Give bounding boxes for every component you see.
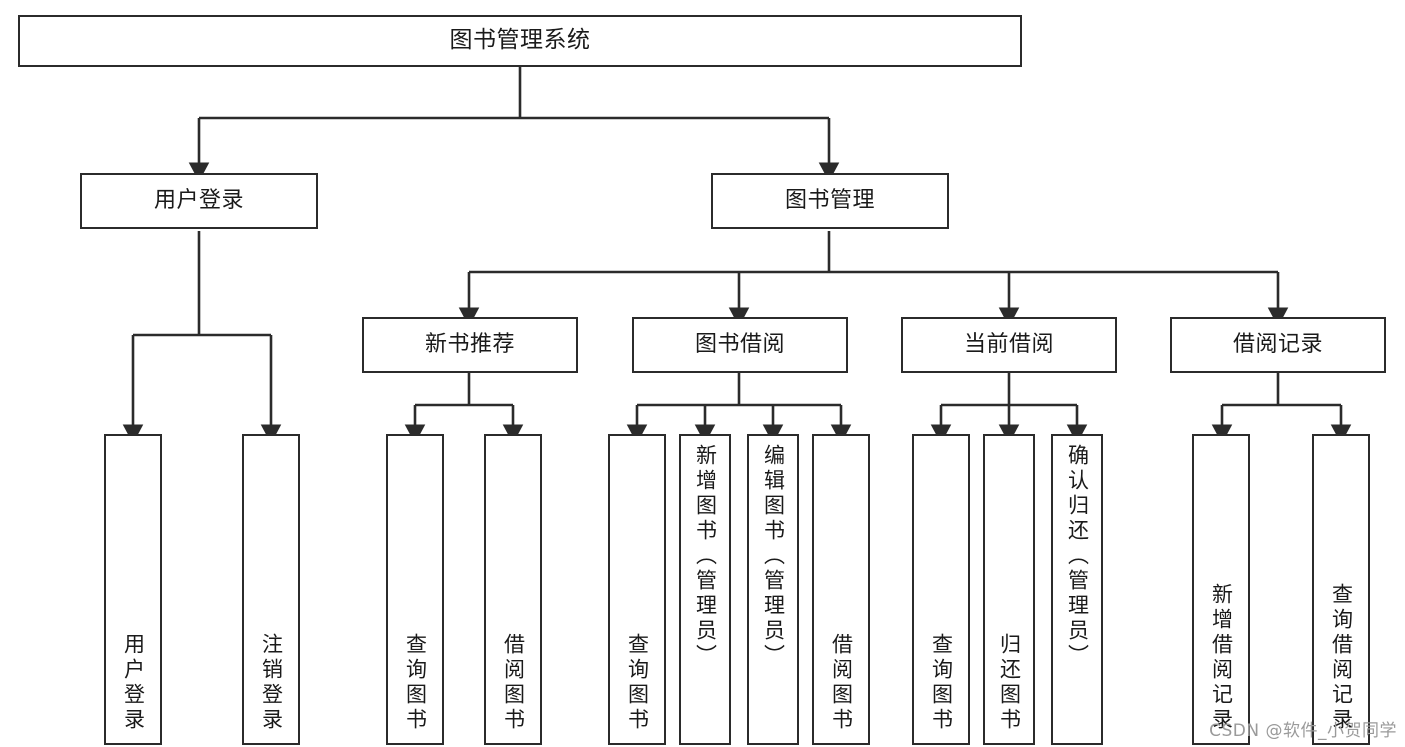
node-label: 用户登录 [153,187,244,213]
node-leaf-query-borrow-record[interactable]: 查询借阅记录 [1312,434,1370,745]
node-leaf-edit-book-admin[interactable]: 编辑图书（管理员） [747,434,799,745]
node-new-book-recommend[interactable]: 新书推荐 [362,317,578,373]
node-label: 归还图书 [997,633,1022,733]
node-current-borrow[interactable]: 当前借阅 [901,317,1117,373]
node-label: 图书管理系统 [449,27,591,54]
node-label: 查询图书 [625,633,650,733]
node-label: 新增借阅记录 [1209,583,1234,733]
node-root-book-management-system[interactable]: 图书管理系统 [18,15,1022,67]
node-book-management[interactable]: 图书管理 [711,173,949,229]
node-leaf-add-borrow-record[interactable]: 新增借阅记录 [1192,434,1250,745]
node-label: 编辑图书（管理员） [761,444,786,669]
node-borrow-record[interactable]: 借阅记录 [1170,317,1386,373]
node-label: 借阅图书 [829,633,854,733]
node-leaf-borrow-book[interactable]: 借阅图书 [812,434,870,745]
node-leaf-return-book[interactable]: 归还图书 [983,434,1035,745]
node-leaf-query-book-current[interactable]: 查询图书 [912,434,970,745]
node-label: 查询图书 [929,633,954,733]
node-leaf-add-book-admin[interactable]: 新增图书（管理员） [679,434,731,745]
node-label: 用户登录 [121,633,146,733]
node-label: 新增图书（管理员） [693,444,718,669]
node-book-borrow[interactable]: 图书借阅 [632,317,848,373]
node-label: 注销登录 [259,633,284,733]
node-label: 查询借阅记录 [1329,583,1354,733]
node-user-login[interactable]: 用户登录 [80,173,318,229]
node-label: 当前借阅 [963,331,1054,357]
node-label: 图书管理 [784,187,875,213]
node-label: 新书推荐 [424,331,515,357]
node-leaf-confirm-return-admin[interactable]: 确认归还（管理员） [1051,434,1103,745]
node-leaf-logout-login[interactable]: 注销登录 [242,434,300,745]
node-leaf-query-book-borrow[interactable]: 查询图书 [608,434,666,745]
node-label: 确认归还（管理员） [1065,444,1090,669]
node-label: 查询图书 [403,633,428,733]
node-leaf-query-book-recommend[interactable]: 查询图书 [386,434,444,745]
watermark-text: CSDN @软件_小贺同学 [1209,721,1397,741]
node-label: 借阅图书 [501,633,526,733]
node-leaf-user-login[interactable]: 用户登录 [104,434,162,745]
node-leaf-borrow-book-recommend[interactable]: 借阅图书 [484,434,542,745]
node-label: 借阅记录 [1232,331,1323,357]
node-label: 图书借阅 [694,331,785,357]
